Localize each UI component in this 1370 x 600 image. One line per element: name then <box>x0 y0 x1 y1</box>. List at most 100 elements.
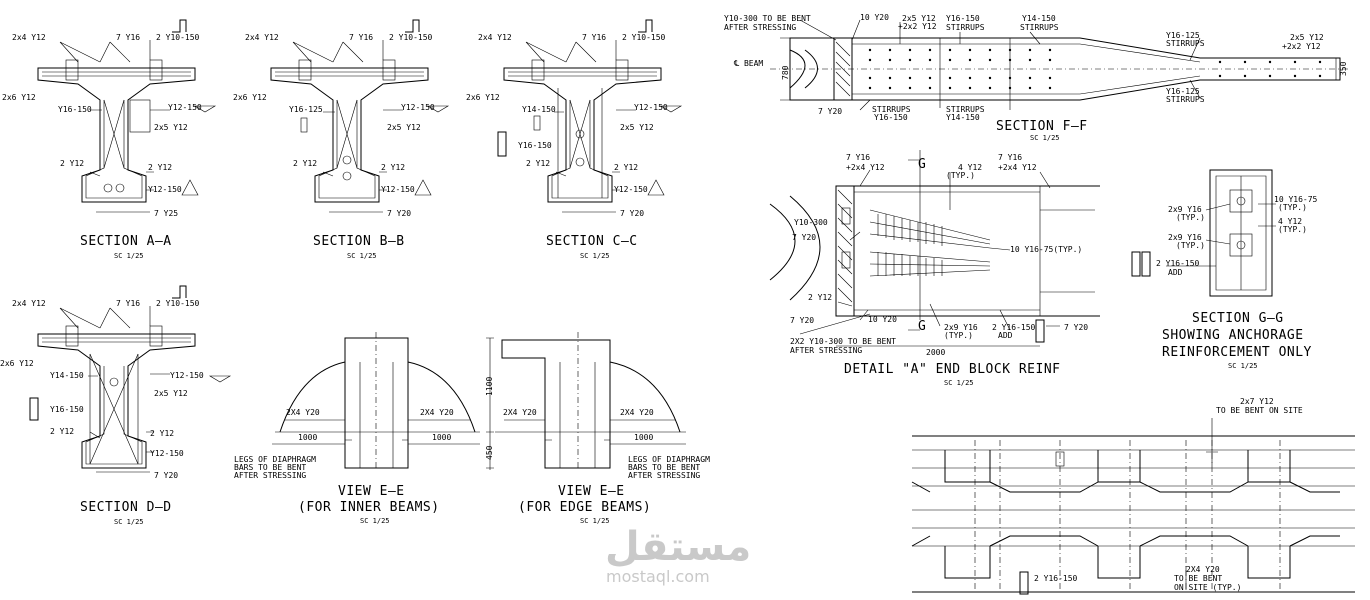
label-left-dim: 1000 <box>298 433 317 442</box>
note-6: (TYP.) <box>1278 203 1307 212</box>
note-13: +2x2 Y12 <box>1282 42 1321 51</box>
note-4: (TYP.) <box>946 171 975 180</box>
label-top-left: 2x4 Y12 <box>245 33 279 42</box>
note-3: 2 Y16-150 <box>1034 574 1078 583</box>
label-web-right: Y12-150 <box>170 371 204 380</box>
label-top-mid: 7 Y16 <box>349 33 373 42</box>
label-right-bars: 2X4 Y20 <box>420 408 454 417</box>
label-top-mid: 7 Y16 <box>116 299 140 308</box>
label-right-dim: 1000 <box>432 433 451 442</box>
deck-plan: 2x7 Y12 TO BE BENT ON SITE 2 Y16-150 2X4… <box>911 397 1355 595</box>
note-9: STIRRUPS <box>1020 23 1059 32</box>
label-web-left: Y14-150 <box>522 105 556 114</box>
note-6: ON SITE (TYP.) <box>1174 583 1241 592</box>
note-19: Y14-150 <box>946 113 980 122</box>
note-19: AFTER STRESSING <box>790 346 862 355</box>
note-3: AFTER STRESSING <box>628 471 700 480</box>
dim-780: 780 <box>781 65 790 80</box>
anchorage-coils <box>877 214 943 276</box>
label-top-left: 2x4 Y12 <box>12 299 46 308</box>
label-bot-side: Y12-150 <box>148 185 182 194</box>
label-top-right: 2 Y10-150 <box>156 33 200 42</box>
note-9: 10 Y16-75(TYP.) <box>1010 245 1082 254</box>
section-scale: SC 1/25 <box>580 252 610 260</box>
detail-scale: SC 1/25 <box>944 379 974 387</box>
detail-title: DETAIL "A" END BLOCK REINF <box>844 362 1061 377</box>
note-11: STIRRUPS <box>1166 39 1205 48</box>
view-subtitle: (FOR INNER BEAMS) <box>298 500 440 515</box>
label-bot-left: 2 Y12 <box>60 159 84 168</box>
label-top-right: 2 Y10-150 <box>156 299 200 308</box>
dim-450: 450 <box>485 445 494 460</box>
note-2: AFTER STRESSING <box>724 23 796 32</box>
note-1: 7 Y16 <box>846 153 870 162</box>
note-9: 2 Y16-150 <box>1156 259 1200 268</box>
note-2: TO BE BENT ON SITE <box>1216 406 1303 415</box>
dim-350: 350 <box>1339 61 1348 76</box>
note-1: LEGS OF DIAPHRAGM <box>234 455 316 464</box>
section-title: SECTION D–D <box>80 500 172 515</box>
label-side-left: 2x6 Y12 <box>2 93 36 102</box>
note-6: Y16-150 <box>946 14 980 23</box>
label-bot-right: 2 Y12 <box>614 163 638 172</box>
note-3: 2x9 Y16 <box>1168 233 1202 242</box>
dim-1100: 1100 <box>485 377 494 396</box>
dim-2000: 2000 <box>926 348 945 357</box>
label-right-dim: 1000 <box>634 433 653 442</box>
label-web-left: Y16-125 <box>289 105 323 114</box>
label-web-left: Y16-150 <box>58 105 92 114</box>
note-5: +2x2 Y12 <box>898 22 937 31</box>
watermark-latin: mostaql.com <box>606 567 710 586</box>
note-1: LEGS OF DIAPHRAGM <box>628 455 710 464</box>
label-web-left2: Y16-150 <box>518 141 552 150</box>
label-web-right: Y12-150 <box>401 103 435 112</box>
section-subtitle-2: REINFORCEMENT ONLY <box>1162 345 1312 360</box>
label-bot: 7 Y25 <box>154 209 178 218</box>
label-beam: ℄ BEAM <box>733 59 763 68</box>
note-3: AFTER STRESSING <box>234 471 306 480</box>
label-top-mid: 7 Y16 <box>116 33 140 42</box>
label-bot-right: 2 Y12 <box>381 163 405 172</box>
section-c-c: 2x4 Y12 7 Y16 2 Y10-150 2x6 Y12 Y14-150 … <box>466 19 683 260</box>
label-bot-left: 2 Y12 <box>293 159 317 168</box>
note-14: (TYP.) <box>944 331 973 340</box>
note-8: (TYP.) <box>1278 225 1307 234</box>
note-18: 2X2 Y10-300 TO BE BENT <box>790 337 896 346</box>
label-web-right: Y12-150 <box>634 103 668 112</box>
note-14: Y16-125 <box>1166 87 1200 96</box>
note-15: 2 Y16-150 <box>992 323 1036 332</box>
note-8: Y14-150 <box>1022 14 1056 23</box>
cut-marker-g-top: G <box>918 157 926 172</box>
note-3: 10 Y20 <box>860 13 889 22</box>
cut-marker-g-bottom: G <box>918 319 926 334</box>
label-bot: 7 Y20 <box>387 209 411 218</box>
label-top-right: 2 Y10-150 <box>389 33 433 42</box>
section-scale: SC 1/25 <box>347 252 377 260</box>
note-17: Y16-150 <box>874 113 908 122</box>
view-subtitle: (FOR EDGE BEAMS) <box>518 500 651 515</box>
note-17: 7 Y20 <box>1064 323 1088 332</box>
section-scale: SC 1/25 <box>1228 362 1258 370</box>
label-web-left: Y14-150 <box>50 371 84 380</box>
note-1: 2x9 Y16 <box>1168 205 1202 214</box>
view-e-e-edge: 2X4 Y20 2X4 Y20 1000 LEGS OF DIAPHRAGM B… <box>495 332 710 525</box>
label-bot-right: 2 Y12 <box>148 163 172 172</box>
note-20: 7 Y20 <box>818 107 842 116</box>
view-scale: SC 1/25 <box>360 517 390 525</box>
label-web-mid: 2x5 Y12 <box>154 123 188 132</box>
section-title: SECTION A–A <box>80 234 172 249</box>
label-web-mid: 2x5 Y12 <box>154 389 188 398</box>
watermark-logo: مستقل mostaql.com <box>605 524 751 586</box>
note-3: 4 Y12 <box>958 163 982 172</box>
note-4: 2x5 Y12 <box>902 14 936 23</box>
label-side-left: 2x6 Y12 <box>233 93 267 102</box>
label-bot-left: 2 Y12 <box>526 159 550 168</box>
section-title: SECTION G–G <box>1192 311 1284 326</box>
section-scale: SC 1/25 <box>114 252 144 260</box>
note-5: 10 Y16-75 <box>1274 195 1318 204</box>
section-title: SECTION C–C <box>546 234 638 249</box>
detail-a-end-block: 7 Y16 +2x4 Y12 4 Y12 (TYP.) 7 Y16 +2x4 Y… <box>769 150 1100 387</box>
label-bot: 7 Y20 <box>154 471 178 480</box>
note-16: ADD <box>998 331 1013 340</box>
label-bot-side: Y12-150 <box>150 449 184 458</box>
